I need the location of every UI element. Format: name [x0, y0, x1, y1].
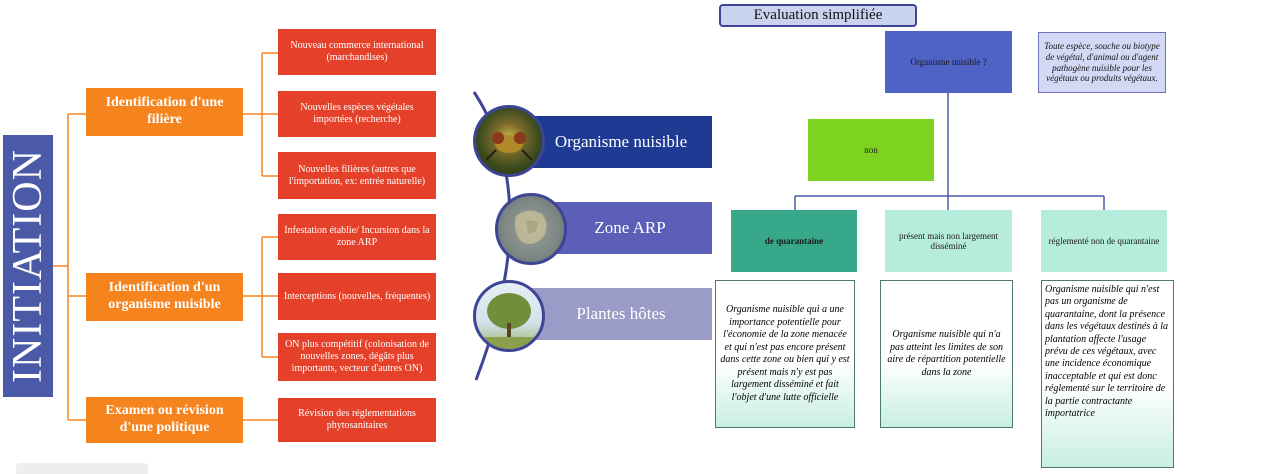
- definition-text: Toute espèce, souche ou biotype de végét…: [1044, 40, 1160, 84]
- band-zone-arp: Zone ARP: [548, 202, 712, 254]
- description-text: Organisme nuisible qui a une importance …: [720, 304, 850, 403]
- category-reglemente-label: réglementé non de quarantaine: [1048, 236, 1160, 246]
- tree-image: [473, 280, 545, 352]
- map-icon: [514, 210, 547, 244]
- item-infestation: Infestation établie/ Incursion dans la z…: [278, 214, 436, 260]
- band-plantes-hotes: Plantes hôtes: [530, 288, 712, 340]
- description-present: Organisme nuisible qui n'a pas atteint l…: [880, 280, 1013, 428]
- category-quarantaine: de quarantaine: [731, 210, 857, 272]
- answer-box: non: [808, 119, 934, 181]
- item-on-competitif: ON plus compétitif (colonisation de nouv…: [278, 333, 436, 381]
- description-quarantaine: Organisme nuisible qui a une importance …: [715, 280, 855, 428]
- insect-image: [473, 105, 545, 177]
- item-label: Interceptions (nouvelles, fréquentes): [283, 290, 431, 302]
- item-label: Nouveau commerce international (marchand…: [290, 40, 424, 63]
- item-interceptions: Interceptions (nouvelles, fréquentes): [278, 273, 436, 320]
- item-label: Révision des réglementations phytosanita…: [298, 408, 416, 431]
- initiation-bar: INITIATION: [3, 135, 53, 397]
- definition-box: Toute espèce, souche ou biotype de végét…: [1038, 32, 1166, 93]
- band-organisme-nuisible: Organisme nuisible: [530, 116, 712, 168]
- category-reglemente: réglementé non de quarantaine: [1041, 210, 1167, 272]
- band-label: Plantes hôtes: [576, 304, 666, 323]
- item-label: Nouvelles espèces végétales importées (r…: [300, 102, 414, 125]
- category-politique-label: Examen ou révision d'une politique: [105, 403, 224, 435]
- category-politique: Examen ou révision d'une politique: [86, 397, 243, 443]
- item-label: Infestation établie/ Incursion dans la z…: [284, 225, 430, 248]
- item-label: Nouvelles filières (autres que l'importa…: [288, 163, 426, 187]
- band-label: Organisme nuisible: [554, 132, 688, 151]
- evaluation-title-label: Evaluation simplifiée: [753, 7, 883, 23]
- item-filieres: Nouvelles filières (autres que l'importa…: [278, 152, 436, 199]
- tree-icon: [476, 293, 542, 349]
- item-label: ON plus compétitif (colonisation de nouv…: [285, 339, 429, 374]
- category-present: présent mais non largement disséminé: [885, 210, 1012, 272]
- answer-label: non: [864, 145, 878, 155]
- europe-map-image: [495, 193, 567, 265]
- item-commerce: Nouveau commerce international (marchand…: [278, 29, 436, 75]
- category-filiere: Identification d'une filière: [86, 88, 243, 136]
- category-organisme-label: Identification d'un organisme nuisible: [108, 280, 221, 312]
- category-organisme: Identification d'un organisme nuisible: [86, 273, 243, 321]
- insect-icon: [485, 132, 533, 161]
- question-box: Organisme nuisible ?: [885, 31, 1012, 93]
- bottom-tab: [16, 463, 148, 474]
- item-especes: Nouvelles espèces végétales importées (r…: [278, 91, 436, 137]
- initiation-label: INITIATION: [5, 149, 51, 383]
- band-label: Zone ARP: [594, 218, 666, 237]
- description-text: Organisme nuisible qui n'a pas atteint l…: [887, 329, 1006, 378]
- description-text: Organisme nuisible qui n'est pas un orga…: [1045, 284, 1169, 419]
- item-revision: Révision des réglementations phytosanita…: [278, 398, 436, 442]
- category-filiere-label: Identification d'une filière: [105, 95, 224, 127]
- description-reglemente: Organisme nuisible qui n'est pas un orga…: [1041, 280, 1174, 468]
- question-label: Organisme nuisible ?: [910, 57, 987, 67]
- category-present-label: présent mais non largement disséminé: [898, 231, 999, 251]
- evaluation-title: Evaluation simplifiée: [719, 4, 917, 27]
- category-quarantaine-label: de quarantaine: [764, 236, 824, 246]
